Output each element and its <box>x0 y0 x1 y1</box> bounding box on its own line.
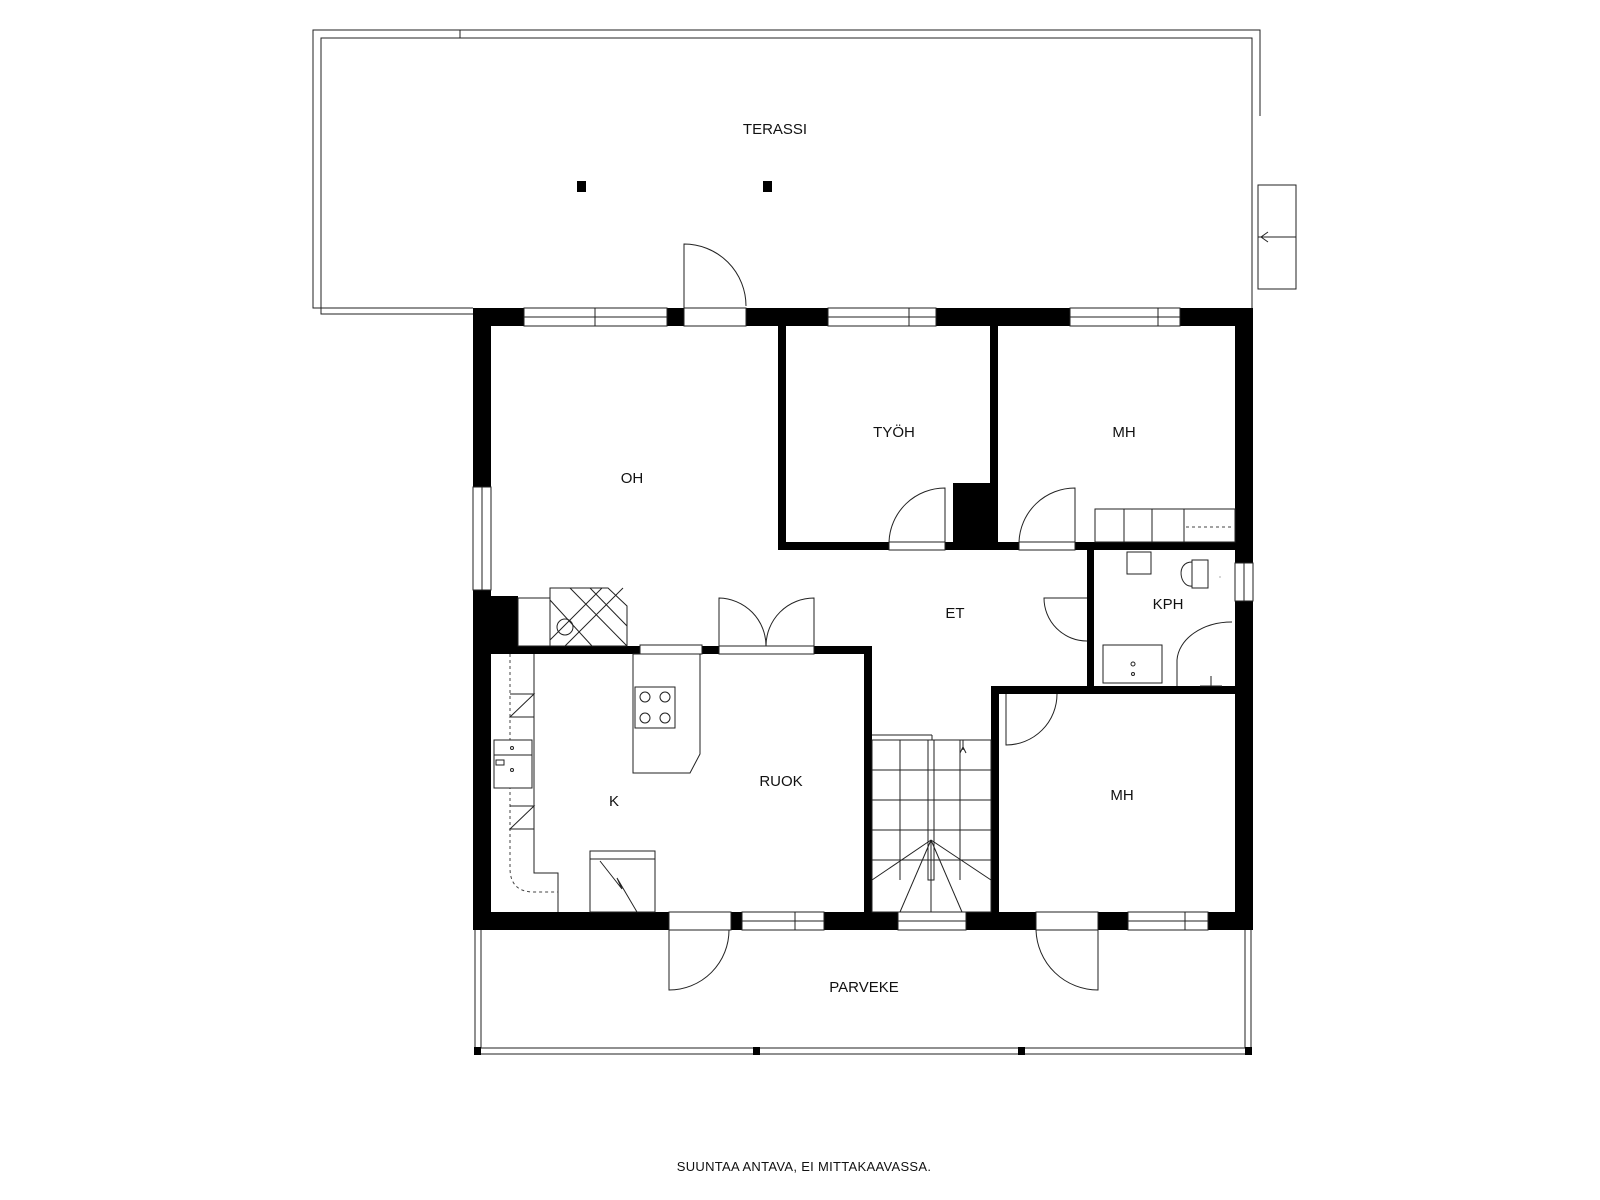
room-label-bathroom: KPH <box>1153 596 1184 613</box>
terrace-area <box>312 29 1297 315</box>
room-label-study: TYÖH <box>873 423 915 441</box>
room-label-living-room: OH <box>621 470 644 487</box>
kitchen-fixtures <box>493 653 701 913</box>
cabinet <box>1126 551 1152 575</box>
terrace-post <box>763 181 772 192</box>
cooktop <box>634 686 676 729</box>
room-label-hall: ET <box>945 605 964 622</box>
bathroom-fixtures <box>1102 551 1233 687</box>
room-label-dining: RUOK <box>759 773 802 790</box>
windows <box>472 307 1254 931</box>
refrigerator <box>589 850 656 913</box>
room-label-bedroom-north: MH <box>1112 424 1135 441</box>
sink <box>1102 644 1163 684</box>
balcony-area <box>474 930 1252 1055</box>
room-label-bedroom-south: MH <box>1110 787 1133 804</box>
fireplace <box>517 587 628 647</box>
doors <box>668 243 1099 991</box>
wardrobe <box>1094 508 1236 543</box>
window <box>639 644 703 655</box>
terrace-post <box>577 181 586 192</box>
room-label-balcony: PARVEKE <box>829 979 898 996</box>
room-label-kitchen: K <box>609 793 619 810</box>
interior-walls <box>473 326 1239 912</box>
room-label-terrace: TERASSI <box>743 121 807 138</box>
disclaimer-note: SUUNTAA ANTAVA, EI MITTAKAAVASSA. <box>677 1159 932 1174</box>
toilet-tank <box>1191 559 1209 589</box>
stairs <box>871 734 992 913</box>
